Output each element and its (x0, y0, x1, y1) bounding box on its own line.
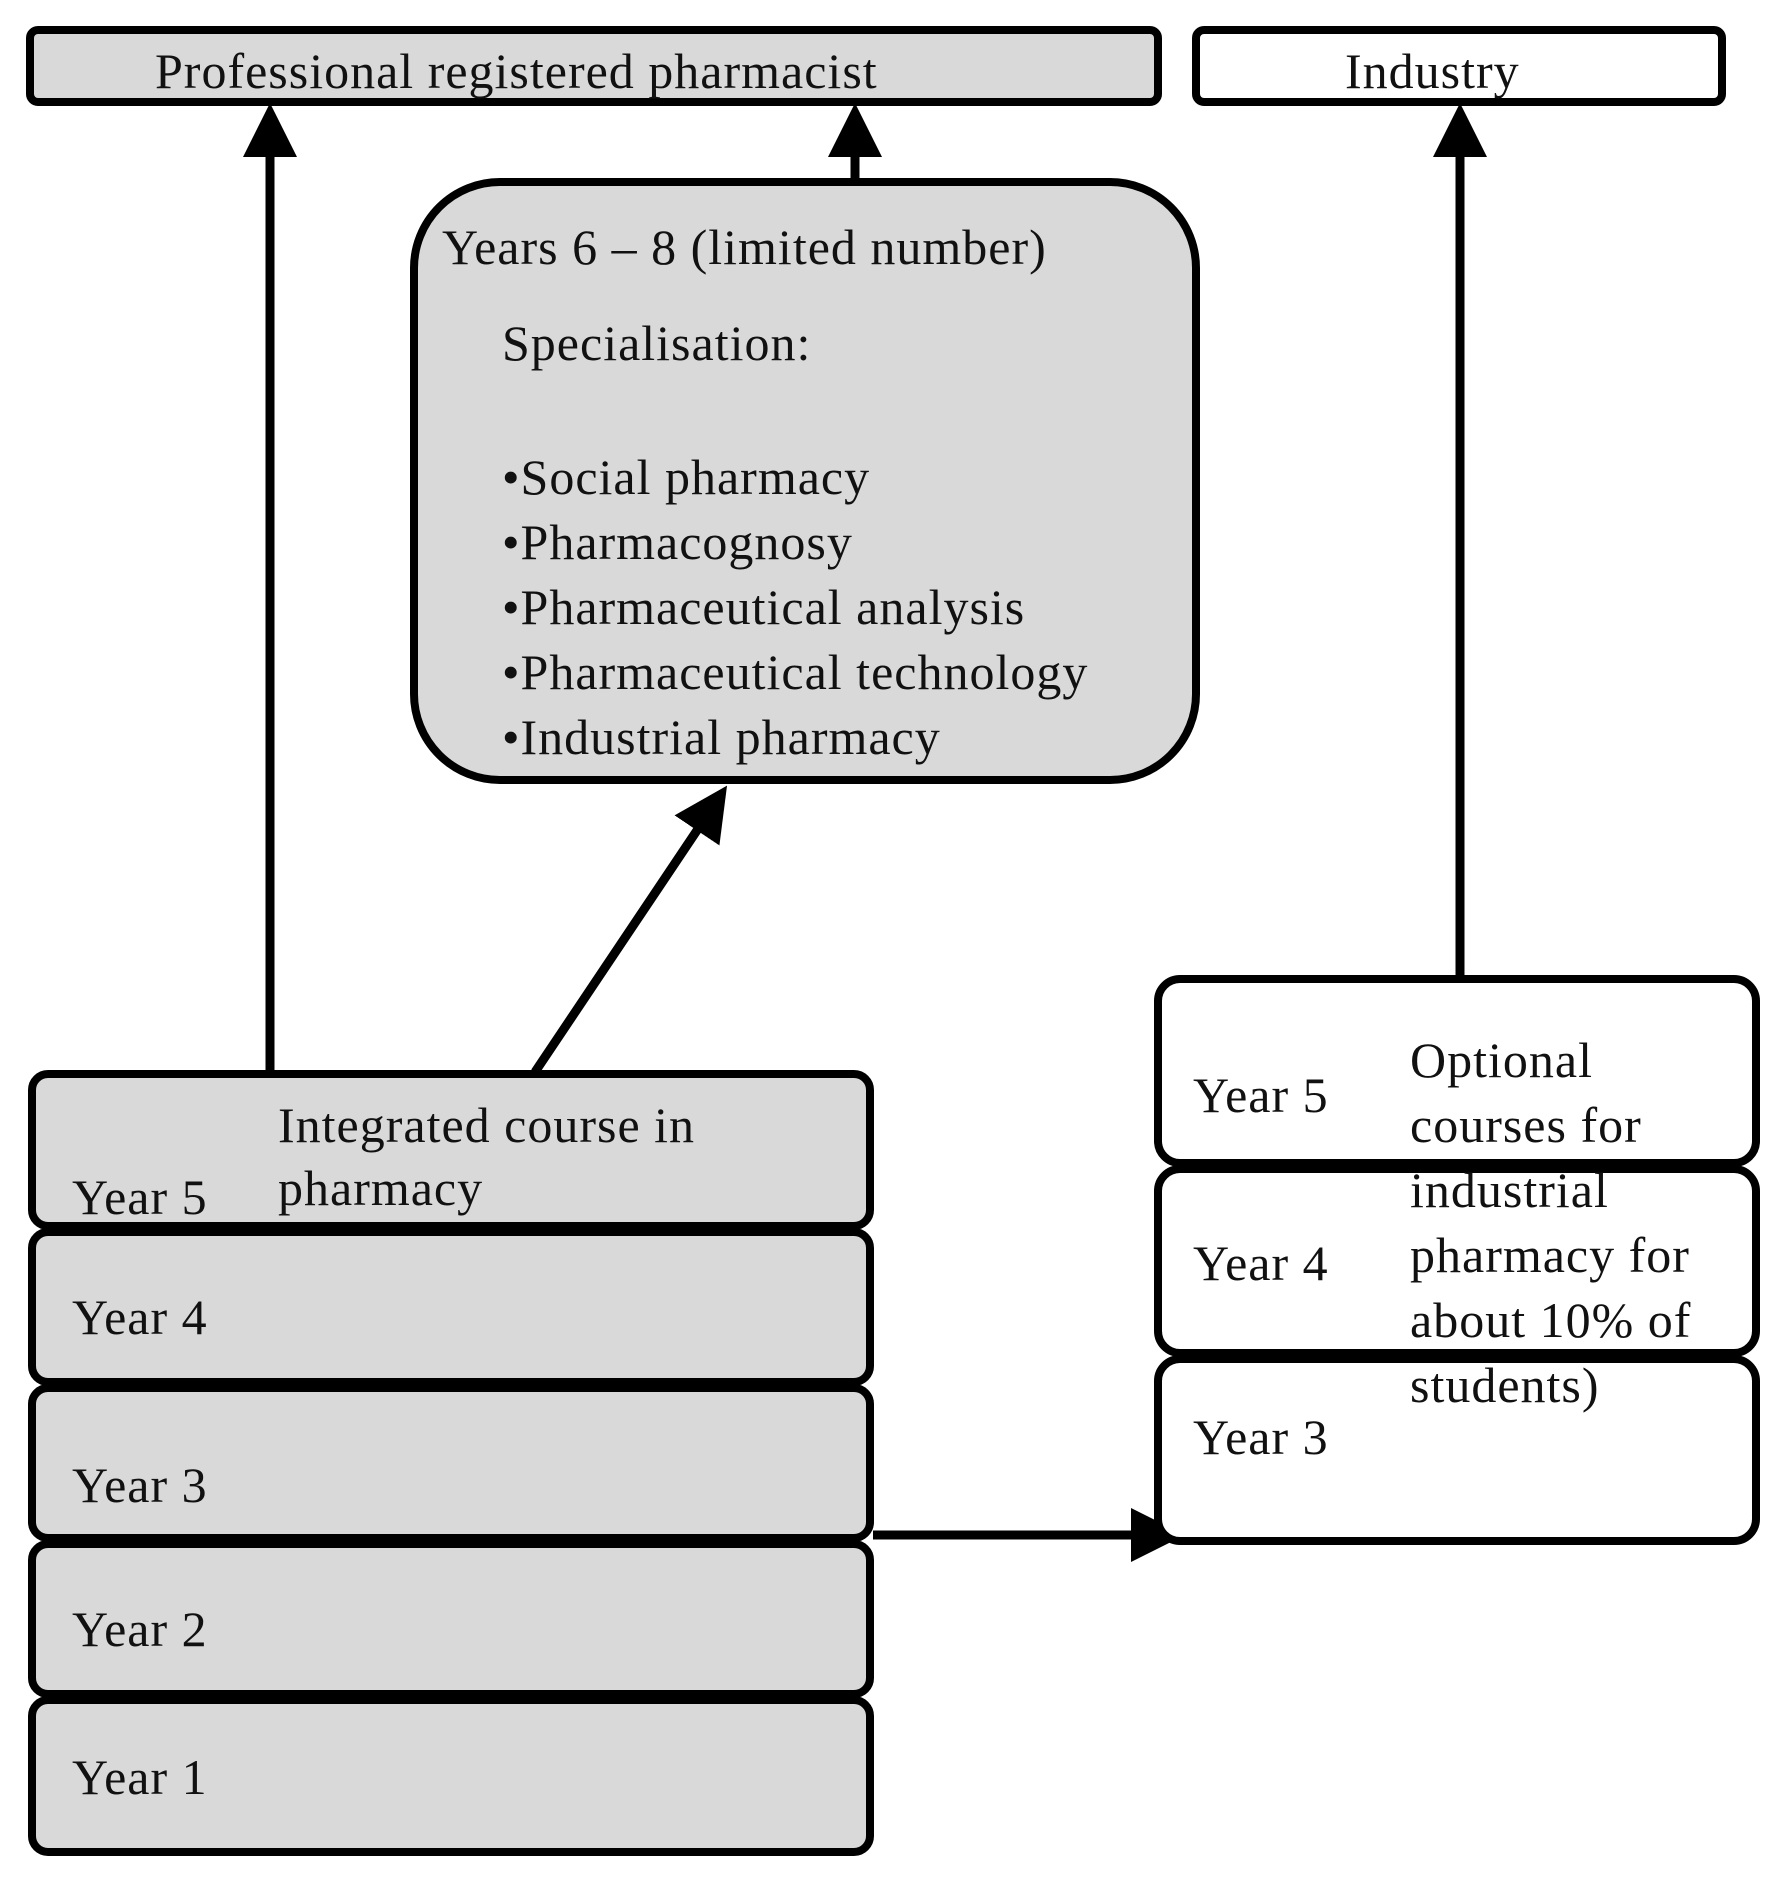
integrated-title-line2: pharmacy (278, 1160, 484, 1216)
integrated-year2-box (28, 1540, 874, 1698)
arrow-integrated-to-specialisation (531, 785, 728, 1075)
integrated-year2-label: Year 2 (72, 1601, 208, 1657)
industry-box (1192, 26, 1726, 106)
integrated-year5-box (28, 1070, 874, 1230)
optional-year4-box (1154, 1165, 1760, 1357)
integrated-year1-box (28, 1696, 874, 1856)
specialisation-list: •Social pharmacy •Pharmacognosy •Pharmac… (502, 445, 1088, 770)
optional-year3-box (1154, 1355, 1760, 1545)
industry-label: Industry (1345, 43, 1520, 99)
professional-pharmacist-box (26, 26, 1162, 106)
specialisation-heading: Specialisation: (502, 315, 812, 371)
specialisation-item: •Pharmaceutical technology (502, 644, 1089, 700)
optional-year3-label: Year 3 (1193, 1409, 1329, 1465)
specialisation-item: •Pharmaceutical analysis (502, 579, 1026, 635)
integrated-title-line1: Integrated course in (278, 1097, 696, 1153)
integrated-year3-label: Year 3 (72, 1457, 208, 1513)
integrated-year1-label: Year 1 (72, 1749, 208, 1805)
specialisation-years: Years 6 – 8 (limited number) (442, 219, 1047, 275)
specialisation-item: •Social pharmacy (502, 449, 871, 505)
optional-courses-text: Optional courses for industrial pharmacy… (1410, 1032, 1692, 1413)
optional-year5-label: Year 5 (1193, 1067, 1329, 1123)
integrated-year4-label: Year 4 (72, 1289, 208, 1345)
specialisation-item: •Pharmacognosy (502, 514, 853, 570)
integrated-year5-label: Year 5 (72, 1169, 208, 1225)
specialisation-item: •Industrial pharmacy (502, 709, 941, 765)
optional-year4-label: Year 4 (1193, 1235, 1329, 1291)
integrated-year4-box (28, 1228, 874, 1386)
integrated-year3-box (28, 1384, 874, 1542)
optional-year5-box (1154, 975, 1760, 1167)
professional-pharmacist-label: Professional registered pharmacist (155, 43, 878, 99)
specialisation-box (410, 178, 1200, 784)
